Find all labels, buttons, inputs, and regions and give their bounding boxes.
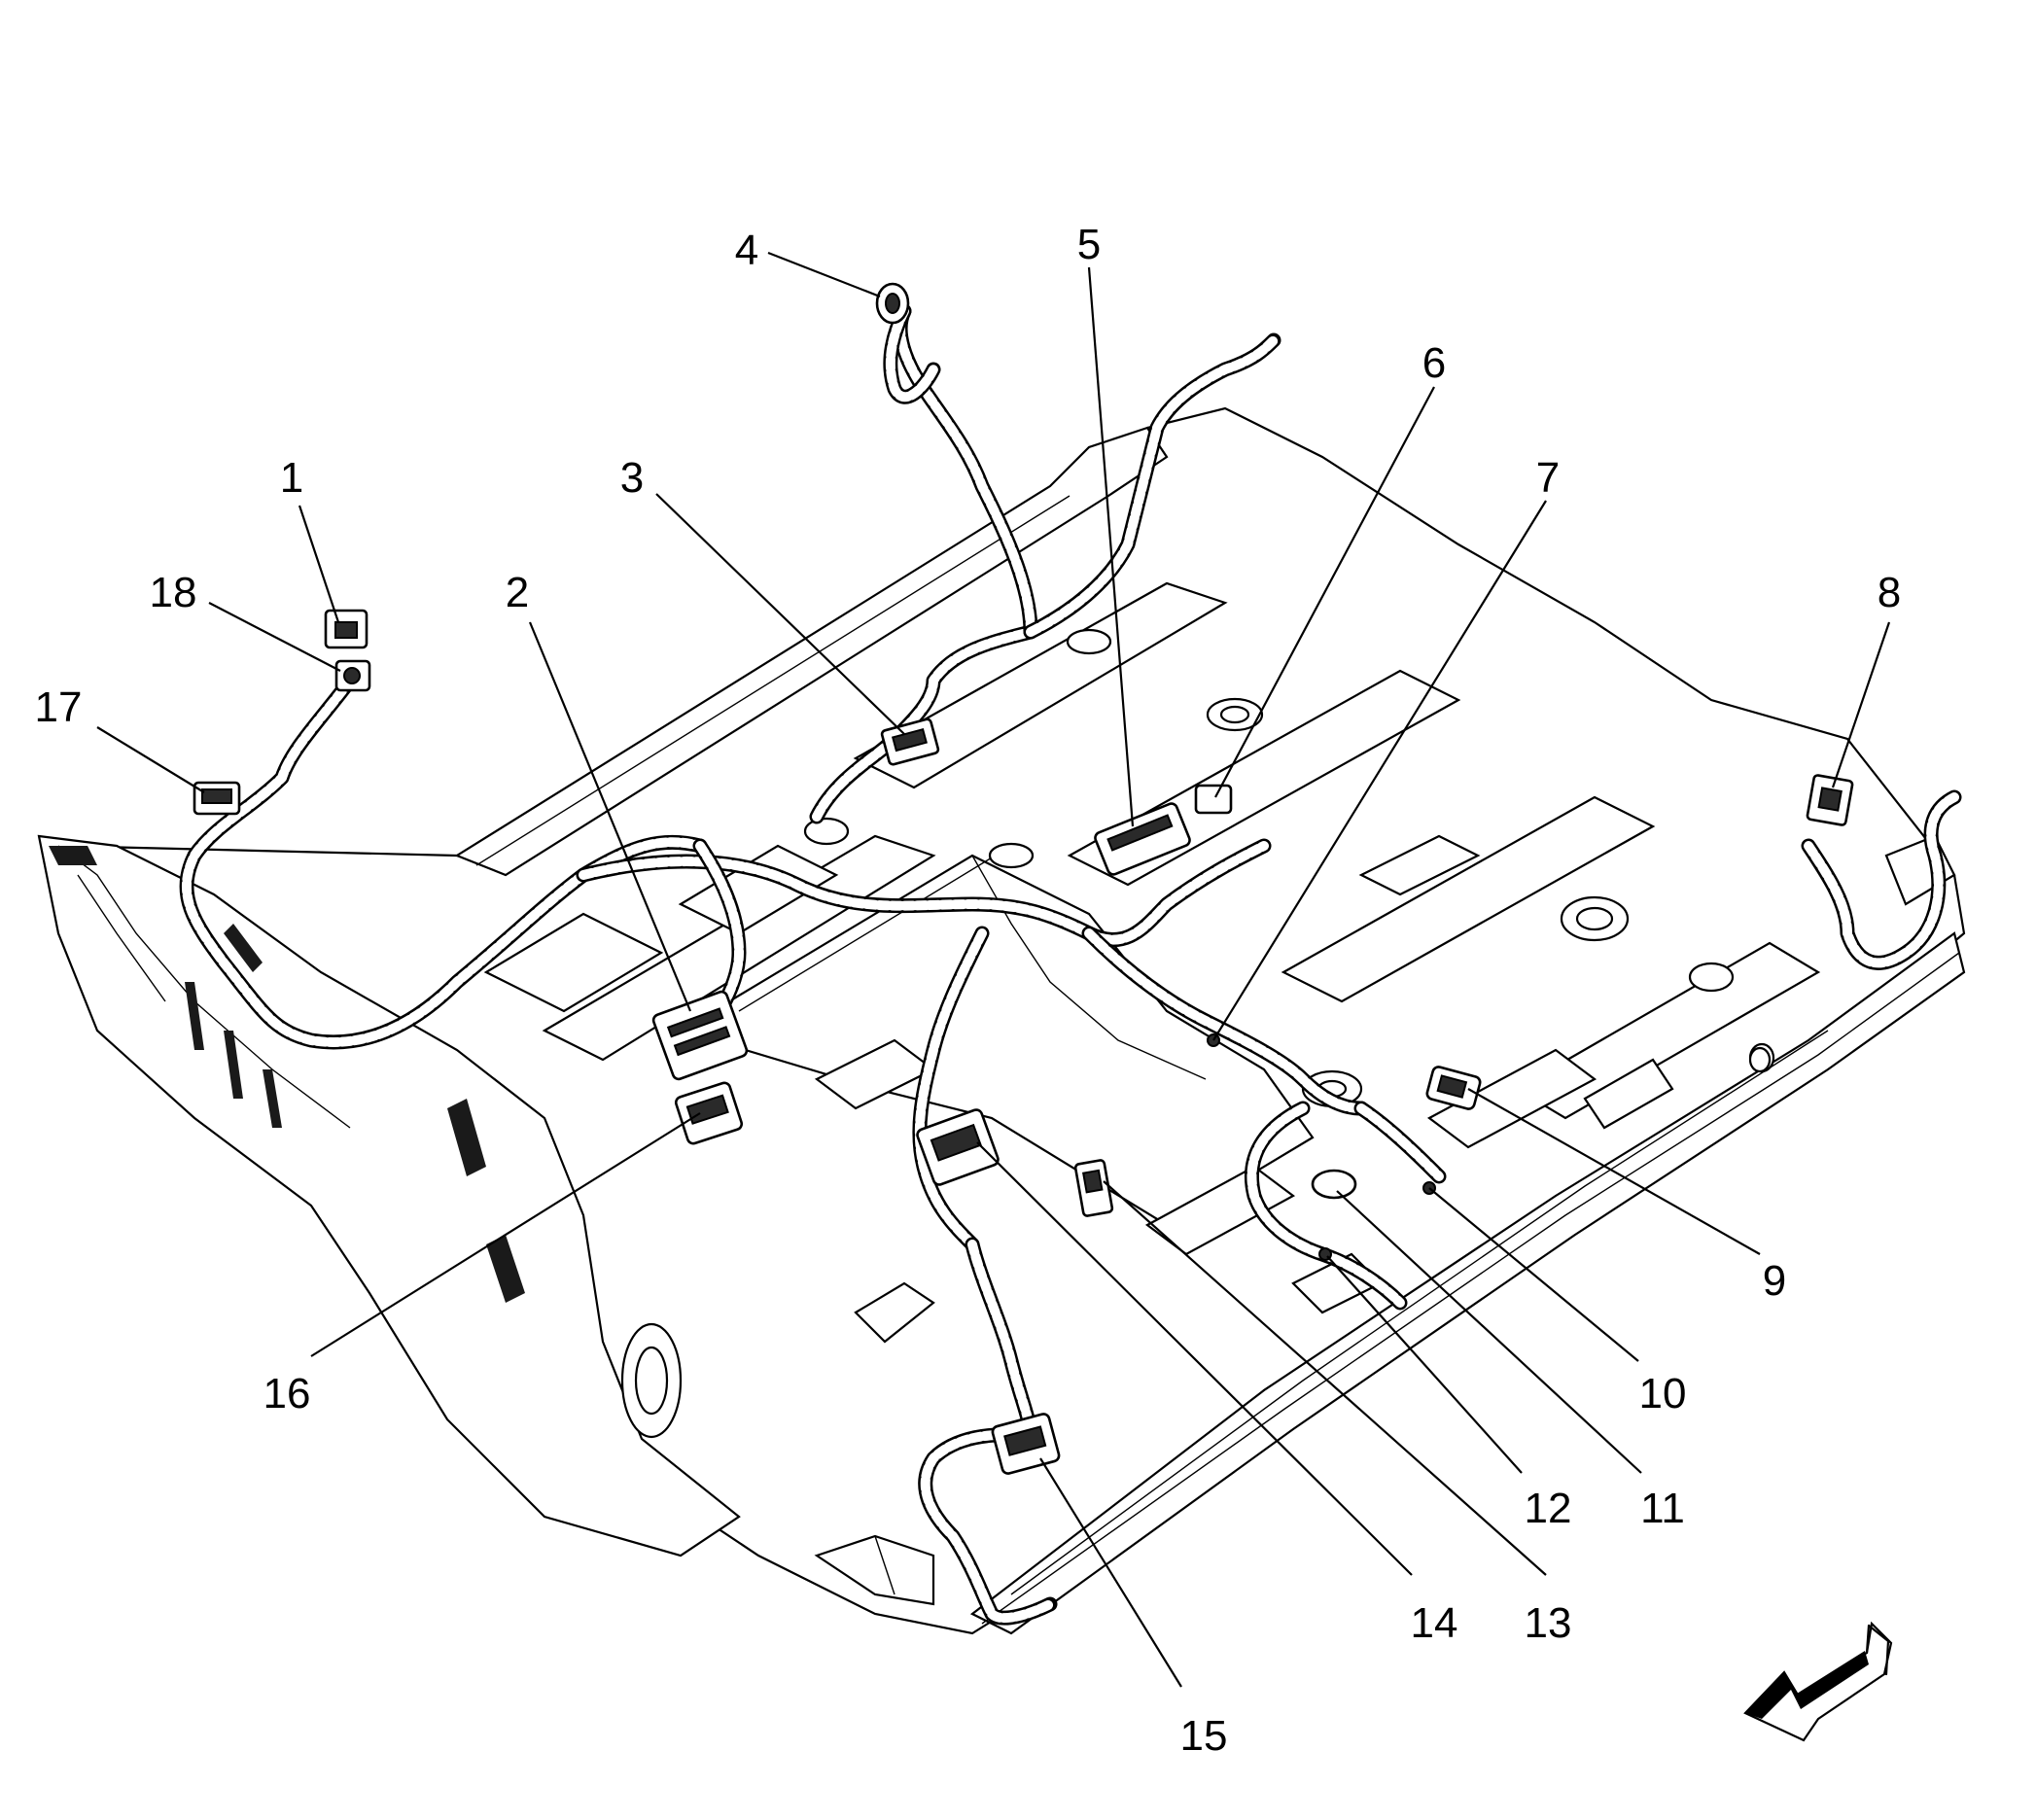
callout-5: 5 [1077,221,1101,268]
connector-18 [334,659,371,692]
connector-3 [880,718,940,766]
connector-6 [1194,784,1233,815]
callout-18: 18 [150,569,197,616]
connector-13 [1073,1159,1114,1217]
connector-14 [916,1108,1000,1186]
callout-10: 10 [1639,1370,1687,1418]
connector-1 [324,609,369,649]
callout-17: 17 [35,683,83,731]
connector-11 [1311,1169,1357,1200]
connector-8 [1806,774,1854,826]
connector-5 [1094,802,1191,876]
wiring-harness-routing [179,303,1962,1626]
connector-4 [875,282,910,325]
callout-2: 2 [506,569,529,616]
connector-15 [991,1413,1061,1475]
callout-6: 6 [1422,339,1446,387]
connectors [193,282,1854,1475]
callout-8: 8 [1878,569,1901,616]
leader-lines [96,251,1891,1688]
callout-12: 12 [1525,1485,1572,1532]
front-arrow-icon [1743,1621,1893,1742]
callout-labels: 1 2 3 4 5 6 7 8 9 10 11 12 13 14 15 16 1… [35,221,1902,1760]
callout-13: 13 [1525,1599,1572,1647]
connector-9 [1425,1066,1482,1110]
callout-9: 9 [1763,1257,1786,1305]
callout-3: 3 [620,454,644,502]
callout-7: 7 [1536,454,1560,502]
callout-1: 1 [280,454,303,502]
callout-14: 14 [1411,1599,1458,1647]
connector-17 [193,781,241,816]
callout-11: 11 [1640,1485,1685,1532]
callout-15: 15 [1180,1712,1228,1760]
callout-4: 4 [735,227,758,274]
connector-16 [674,1081,744,1145]
connector-2 [651,990,749,1081]
callout-16: 16 [263,1370,311,1418]
